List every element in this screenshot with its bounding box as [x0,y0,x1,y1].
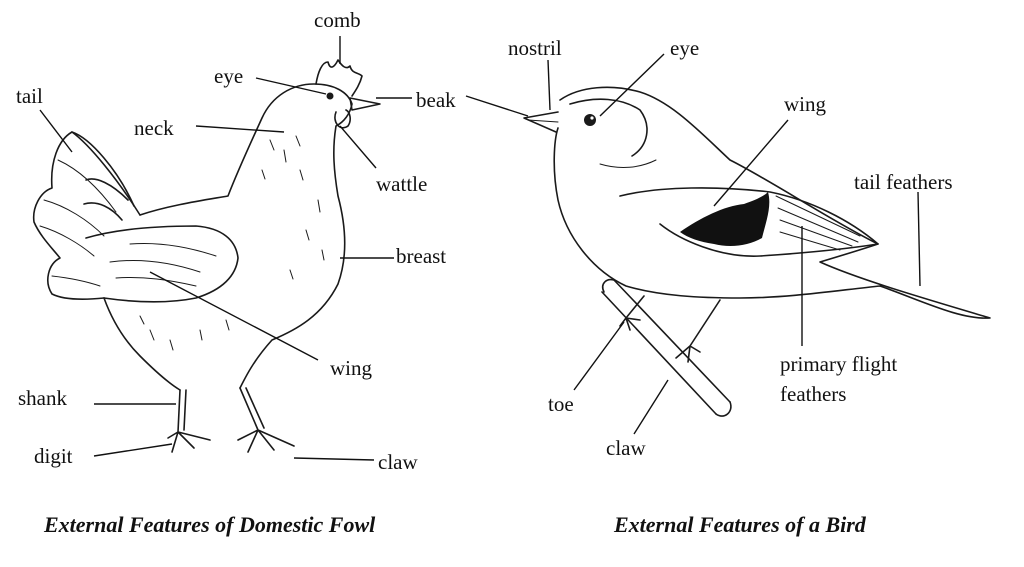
fowl-legs [168,388,294,452]
fowl-wing [86,226,238,302]
bird-perch [602,280,731,416]
fowl-label-wattle: wattle [376,174,427,195]
bird-drawing [524,87,990,416]
fowl-tail [34,132,140,299]
fowl-label-beak: beak [416,90,456,111]
fowl-comb [316,60,362,96]
bird-label-claw: claw [606,438,646,459]
fowl-label-shank: shank [18,388,67,409]
fowl-wattle [335,110,350,128]
bird-eye [584,114,596,126]
bird-label-primary-flight-feathers: feathers [780,384,846,405]
fowl-label-breast: breast [396,246,446,267]
fowl-label-eye: eye [214,66,243,87]
fowl-label-neck: neck [134,118,174,139]
bird-label-primary-flight: primary flight [780,354,897,375]
bird-label-tail-feathers: tail feathers [854,172,953,193]
fowl-label-digit: digit [34,446,73,467]
bird-label-wing: wing [784,94,826,115]
bird-caption: External Features of a Bird [614,512,866,538]
bird-label-toe: toe [548,394,574,415]
fowl-drawing [34,60,380,452]
bird-label-eye: eye [670,38,699,59]
bird-body [554,87,990,318]
fowl-label-tail: tail [16,86,43,107]
bird-label-nostril: nostril [508,38,562,59]
fowl-caption: External Features of Domestic Fowl [44,512,375,538]
fowl-label-comb: comb [314,10,361,31]
fowl-label-claw: claw [378,452,418,473]
fowl-beak [350,98,380,110]
bird-leaders [466,54,920,434]
fowl-label-wing: wing [330,358,372,379]
fowl-eye [327,93,334,100]
bird-wing-patch [680,192,769,246]
